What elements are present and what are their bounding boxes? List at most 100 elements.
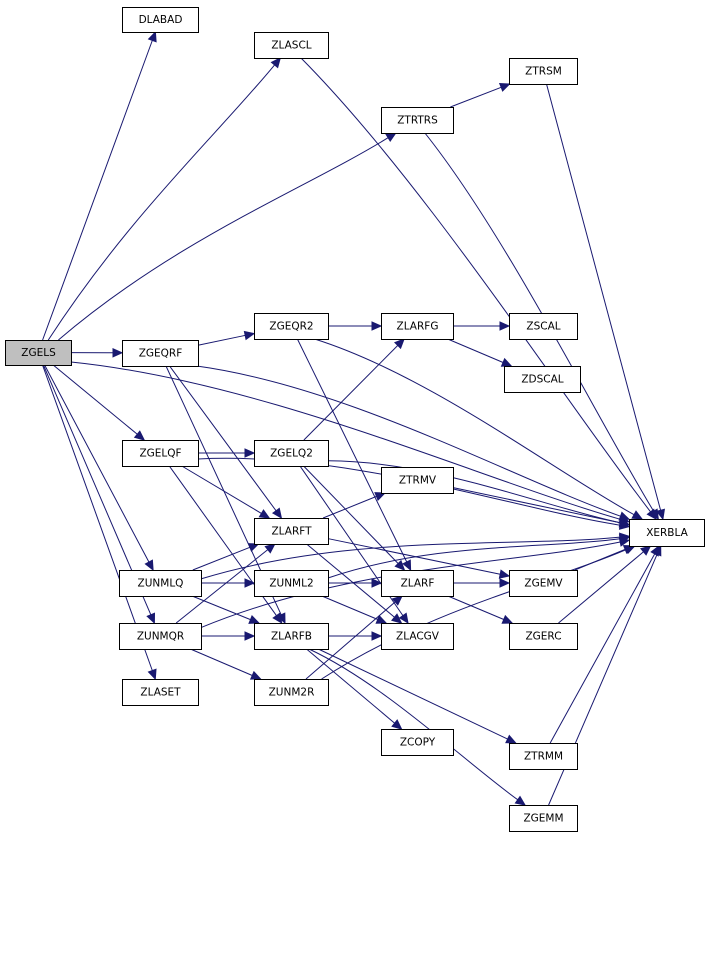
node-label-zlarfb: ZLARFB bbox=[271, 631, 312, 643]
node-box-zgelqf bbox=[122, 440, 199, 467]
node-ztrtrs[interactable]: ZTRTRS bbox=[381, 107, 454, 134]
node-box-zgemm bbox=[509, 805, 578, 832]
node-box-zunmlq bbox=[119, 570, 202, 597]
node-zgeqr2[interactable]: ZGEQR2 bbox=[254, 313, 329, 340]
arrowhead-zgeqr2-zlarfg bbox=[371, 321, 383, 331]
node-zgeqrf[interactable]: ZGEQRF bbox=[122, 340, 199, 367]
edge-zunm2r-zlarf bbox=[305, 601, 396, 680]
edge-zunmlq-zlarft bbox=[192, 546, 251, 571]
node-zgelqf[interactable]: ZGELQF bbox=[122, 440, 199, 467]
arrowhead-zunmqr-xerbla bbox=[618, 537, 631, 547]
node-zlascl[interactable]: ZLASCL bbox=[254, 32, 329, 59]
node-zgemv[interactable]: ZGEMV bbox=[509, 570, 578, 597]
node-box-zunml2 bbox=[254, 570, 329, 597]
node-label-zunm2r: ZUNM2R bbox=[269, 687, 315, 699]
arrowhead-zgels-zlaset bbox=[147, 668, 157, 681]
node-label-ztrsm: ZTRSM bbox=[525, 66, 562, 78]
node-box-dlabad bbox=[122, 7, 199, 33]
edge-zunml2-xerbla bbox=[327, 538, 621, 579]
node-zlacgv[interactable]: ZLACGV bbox=[381, 623, 454, 650]
edge-zlarfb-zgemm bbox=[308, 648, 518, 801]
node-label-zdscal: ZDSCAL bbox=[521, 374, 563, 386]
edge-zgelq2-zlarf bbox=[303, 465, 399, 564]
node-zdscal[interactable]: ZDSCAL bbox=[504, 366, 581, 393]
arrowhead-zlarfb-ztrmm bbox=[505, 734, 517, 744]
node-label-zlarfg: ZLARFG bbox=[397, 321, 439, 333]
arrowhead-ztrtrs-xerbla bbox=[649, 508, 659, 521]
arrowhead-zgels-zunmlq bbox=[144, 559, 154, 572]
nodes: ZGELS DLABAD ZLASCL ZTRTRS ZTRSM ZGEQRF ZGEQR2… bbox=[5, 7, 705, 832]
node-label-ztrtrs: ZTRTRS bbox=[397, 115, 438, 127]
node-zlaset[interactable]: ZLASET bbox=[122, 679, 199, 706]
node-box-zgemv bbox=[509, 570, 578, 597]
node-label-zgeqrf: ZGEQRF bbox=[139, 348, 183, 360]
arrowhead-zunmqr-zunm2r bbox=[249, 670, 262, 680]
node-label-zlarft: ZLARFT bbox=[271, 526, 312, 538]
edge-zgemm-xerbla bbox=[548, 554, 658, 806]
node-zgelq2[interactable]: ZGELQ2 bbox=[254, 440, 329, 467]
node-label-zlaset: ZLASET bbox=[140, 687, 181, 699]
arrowhead-zunmqr-zlarft bbox=[264, 543, 276, 554]
edge-zunmlq-zlarfb bbox=[191, 595, 251, 621]
edge-zlarfb-ztrmm bbox=[318, 648, 508, 740]
arrowhead-zunmlq-zlarfb bbox=[248, 615, 261, 624]
edge-zgeqrf-zgeqr2 bbox=[197, 334, 246, 346]
node-zunmqr[interactable]: ZUNMQR bbox=[119, 623, 202, 650]
node-zscal[interactable]: ZSCAL bbox=[509, 313, 578, 340]
node-zunmlq[interactable]: ZUNMLQ bbox=[119, 570, 202, 597]
node-label-zgerc: ZGERC bbox=[525, 631, 561, 643]
edge-zgelq2-xerbla bbox=[327, 460, 621, 524]
arrowhead-zunmlq-zlarft bbox=[247, 543, 260, 552]
node-zgemm[interactable]: ZGEMM bbox=[509, 805, 578, 832]
edge-zunml2-zlacgv bbox=[321, 595, 378, 620]
edge-zgels-zgelqf bbox=[52, 364, 138, 435]
node-label-dlabad: DLABAD bbox=[139, 14, 183, 26]
edge-zgelqf-zlarft bbox=[181, 465, 262, 514]
node-box-zlacgv bbox=[381, 623, 454, 650]
arrowhead-zgelqf-zlarfb bbox=[272, 612, 283, 625]
node-box-zlarfg bbox=[381, 313, 454, 340]
edge-zlarft-zlacgv bbox=[306, 543, 395, 618]
node-ztrmm[interactable]: ZTRMM bbox=[509, 743, 578, 770]
node-zcopy[interactable]: ZCOPY bbox=[381, 729, 454, 756]
edge-zgels-zlascl bbox=[47, 64, 275, 341]
edge-zlarft-zgemv bbox=[327, 538, 501, 575]
node-ztrsm[interactable]: ZTRSM bbox=[509, 58, 578, 85]
node-label-zlacgv: ZLACGV bbox=[396, 631, 440, 643]
node-zlarf[interactable]: ZLARF bbox=[381, 570, 454, 597]
node-label-zlascl: ZLASCL bbox=[271, 40, 311, 52]
arrowhead-zgerc-xerbla bbox=[640, 545, 652, 556]
arrowhead-zlarfg-zscal bbox=[499, 321, 511, 331]
arrowhead-zgels-zunmqr bbox=[146, 612, 156, 625]
node-zgels[interactable]: ZGELS bbox=[5, 340, 72, 366]
node-label-zscal: ZSCAL bbox=[526, 321, 560, 333]
node-zunm2r[interactable]: ZUNM2R bbox=[254, 679, 329, 706]
node-box-zunm2r bbox=[254, 679, 329, 706]
edge-zgelqf-zlarfb bbox=[168, 465, 277, 616]
node-box-zgerc bbox=[509, 623, 578, 650]
node-zlarfg[interactable]: ZLARFG bbox=[381, 313, 454, 340]
arrowhead-zgeqrf-xerbla bbox=[618, 511, 631, 521]
node-zunml2[interactable]: ZUNML2 bbox=[254, 570, 329, 597]
node-label-zgemv: ZGEMV bbox=[524, 578, 563, 590]
node-zlarft[interactable]: ZLARFT bbox=[254, 518, 329, 545]
node-zgerc[interactable]: ZGERC bbox=[509, 623, 578, 650]
node-label-ztrmm: ZTRMM bbox=[524, 751, 563, 763]
node-xerbla[interactable]: XERBLA bbox=[629, 519, 705, 547]
node-label-zgeqr2: ZGEQR2 bbox=[269, 321, 313, 333]
node-box-zlarf bbox=[381, 570, 454, 597]
node-label-zcopy: ZCOPY bbox=[400, 737, 436, 749]
arrowhead-zgemm-xerbla bbox=[652, 544, 662, 557]
arrowhead-zlarf-zgerc bbox=[501, 614, 514, 624]
edge-zgeqrf-zlarft bbox=[169, 365, 277, 512]
edge-ztrmm-xerbla bbox=[549, 553, 656, 744]
node-zlarfb[interactable]: ZLARFB bbox=[254, 623, 329, 650]
node-dlabad[interactable]: DLABAD bbox=[122, 7, 199, 33]
edge-zunm2r-xerbla bbox=[321, 549, 627, 680]
edge-zgels-zunmlq bbox=[44, 364, 150, 563]
node-box-ztrmv bbox=[381, 467, 454, 494]
node-ztrmv[interactable]: ZTRMV bbox=[381, 467, 454, 494]
node-box-zgelq2 bbox=[254, 440, 329, 467]
node-box-zscal bbox=[509, 313, 578, 340]
edge-zlarfg-zdscal bbox=[447, 338, 504, 363]
